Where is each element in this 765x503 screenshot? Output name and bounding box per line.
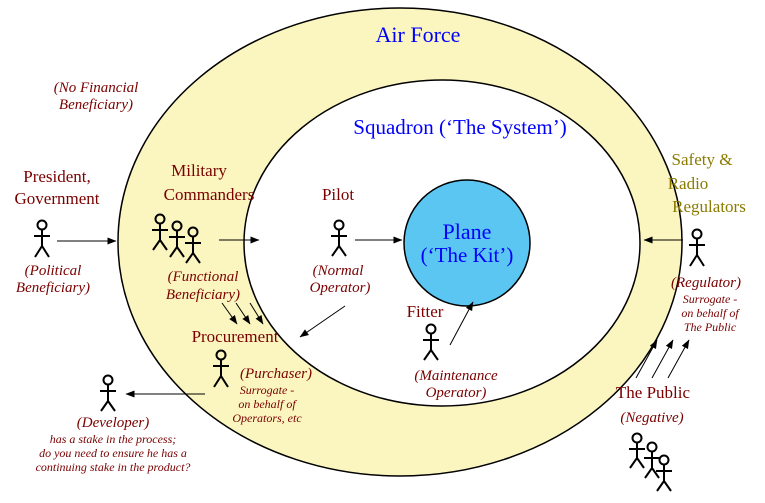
fitter-to-plane-arrow bbox=[449, 301, 474, 346]
normal-operator-label-2: Operator) bbox=[310, 280, 371, 296]
regulator-stick-figure bbox=[689, 228, 705, 267]
radio-label: Radio bbox=[668, 174, 709, 193]
developer-stick-figure bbox=[100, 374, 116, 412]
regulators-label: Regulators bbox=[672, 197, 746, 216]
pilot-stick-figure bbox=[331, 219, 347, 257]
commanders-stick-figures bbox=[152, 213, 201, 264]
commanders-label: Commanders bbox=[164, 185, 255, 204]
pilot-to-procurement-arrow bbox=[299, 305, 346, 338]
military-label: Military bbox=[171, 161, 227, 180]
air-force-label: Air Force bbox=[376, 22, 461, 47]
developer-note-3: continuing stake in the product? bbox=[36, 460, 191, 474]
political-beneficiary-label: (Political bbox=[25, 263, 82, 279]
president-stick-figure bbox=[34, 219, 50, 258]
functional-to-procurement-arrows bbox=[221, 302, 264, 325]
surrogate-operators-note: Surrogate - bbox=[240, 383, 295, 397]
public-to-regulator-arrows bbox=[635, 339, 690, 379]
public-label: The Public bbox=[616, 383, 691, 402]
regulator-label: (Regulator) bbox=[671, 275, 741, 291]
purchaser-label: (Purchaser) bbox=[240, 366, 312, 382]
public-stick-figures bbox=[629, 432, 672, 492]
political-beneficiary-label-2: Beneficiary) bbox=[16, 280, 90, 296]
surrogate-public-note-3: The Public bbox=[684, 320, 737, 334]
safety-label: Safety & bbox=[672, 150, 733, 169]
procurement-label: Procurement bbox=[192, 327, 279, 346]
squadron-label: Squadron (‘The System’) bbox=[353, 115, 566, 139]
functional-beneficiary-label: (Functional bbox=[168, 269, 239, 285]
maintenance-operator-label: (Maintenance bbox=[414, 368, 498, 384]
developer-note-2: do you need to ensure he has a bbox=[39, 446, 187, 460]
plane-label: Plane bbox=[443, 219, 492, 244]
surrogate-public-note: Surrogate - bbox=[683, 292, 738, 306]
developer-note: has a stake in the process; bbox=[50, 432, 177, 446]
surrogate-operators-note-3: Operators, etc bbox=[232, 411, 302, 425]
pilot-label: Pilot bbox=[322, 185, 354, 204]
government-label: Government bbox=[15, 189, 100, 208]
fitter-stick-figure bbox=[423, 323, 439, 361]
maintenance-operator-label-2: Operator) bbox=[426, 385, 487, 401]
plane-subtitle: (‘The Kit’) bbox=[421, 243, 514, 267]
president-label: President, bbox=[23, 167, 91, 186]
procurement-stick-figure bbox=[213, 349, 229, 388]
functional-beneficiary-label-2: Beneficiary) bbox=[166, 287, 240, 303]
no-financial-note-2: Beneficiary) bbox=[59, 97, 133, 113]
developer-label: (Developer) bbox=[77, 415, 149, 431]
normal-operator-label: (Normal bbox=[313, 263, 364, 279]
no-financial-note: (No Financial bbox=[54, 80, 139, 96]
surrogate-public-note-2: on behalf of bbox=[681, 306, 740, 320]
surrogate-operators-note-2: on behalf of bbox=[238, 397, 297, 411]
fitter-label: Fitter bbox=[407, 302, 444, 321]
negative-label: (Negative) bbox=[620, 410, 683, 426]
